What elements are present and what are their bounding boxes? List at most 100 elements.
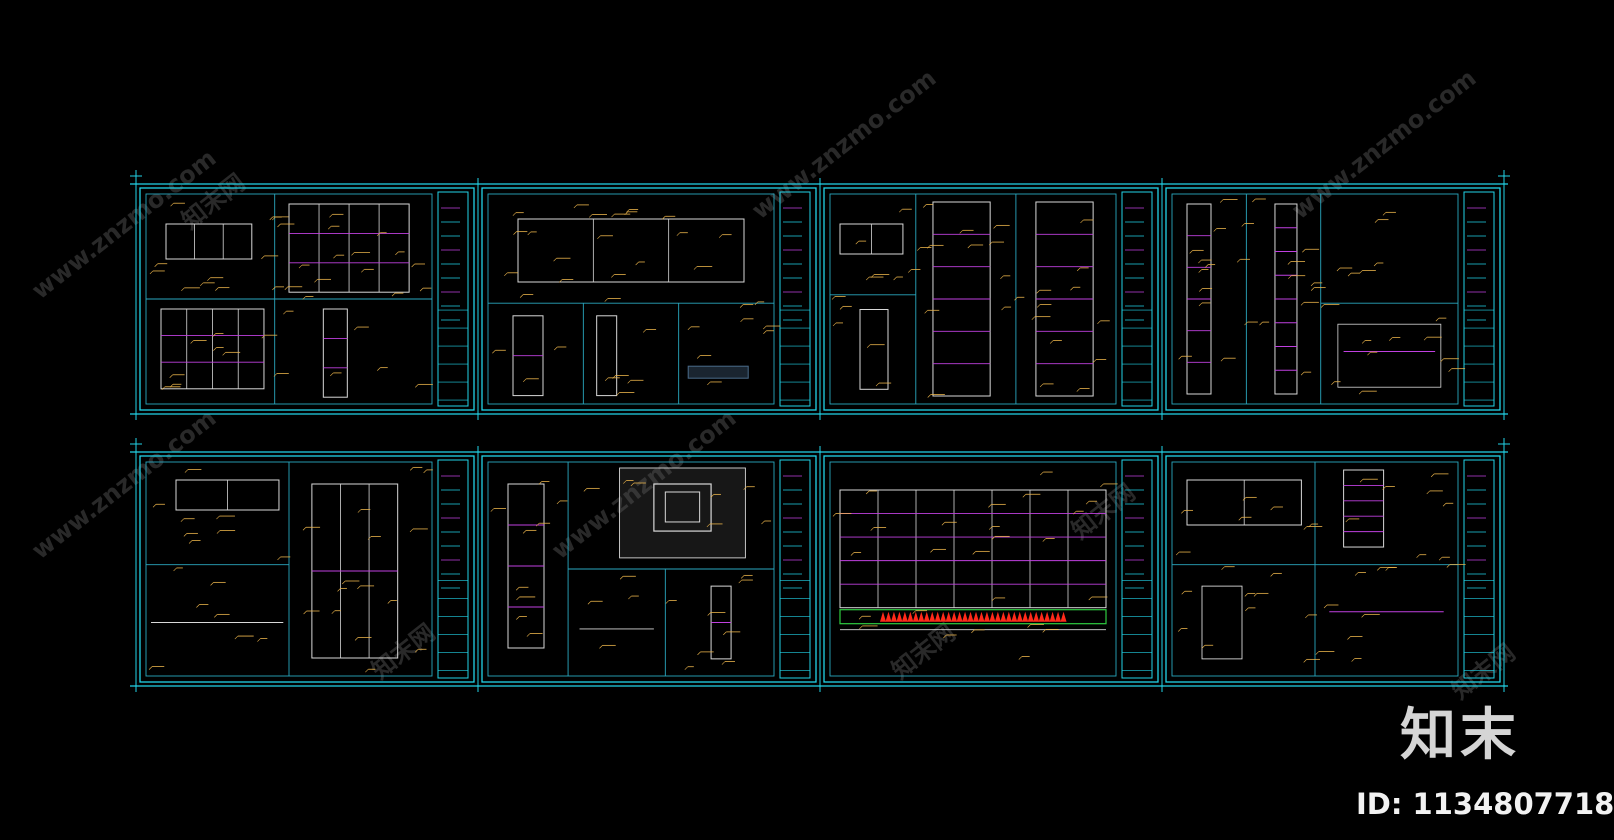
annotation-leader bbox=[927, 394, 931, 398]
annotation-leader bbox=[1213, 228, 1217, 232]
annotation-leader bbox=[1181, 510, 1185, 514]
annotation-leader bbox=[216, 515, 220, 520]
annotation-leader bbox=[1253, 593, 1258, 597]
sheet-border bbox=[823, 455, 1159, 683]
annotation-leader bbox=[763, 325, 767, 330]
annotation-leader bbox=[930, 549, 934, 553]
sheet-border bbox=[481, 187, 817, 411]
annotation-leader bbox=[740, 318, 744, 323]
annotation-leader bbox=[743, 486, 747, 490]
cabinet-outline bbox=[1343, 469, 1385, 548]
annotation-leader bbox=[1042, 629, 1046, 633]
annotation-leader bbox=[1076, 388, 1080, 392]
drawing-area bbox=[829, 461, 1117, 677]
annotation-leader bbox=[1100, 483, 1104, 488]
red-accent-mark bbox=[901, 611, 908, 622]
annotation-leader bbox=[1198, 259, 1202, 264]
annotation-leader bbox=[419, 287, 424, 292]
annotation-leader bbox=[180, 518, 185, 522]
annotation-leader bbox=[1027, 624, 1031, 628]
drawing-sheet bbox=[477, 446, 821, 692]
annotation-leader bbox=[1310, 287, 1315, 291]
red-accent-mark bbox=[1044, 611, 1051, 622]
drawing-sheet bbox=[819, 446, 1163, 692]
annotation-leader bbox=[1315, 651, 1319, 655]
annotation-leader bbox=[411, 263, 415, 268]
annotation-leader bbox=[1345, 518, 1349, 523]
sheet-border bbox=[1165, 455, 1501, 683]
annotation-leader bbox=[875, 382, 880, 387]
annotation-leader bbox=[1430, 473, 1435, 478]
annotation-leader bbox=[184, 469, 189, 473]
red-accent-mark bbox=[896, 611, 903, 622]
annotation-leader bbox=[626, 209, 630, 213]
annotation-leader bbox=[327, 225, 332, 230]
annotation-leader bbox=[377, 367, 381, 371]
drawing-sheet bbox=[1161, 446, 1505, 692]
annotation-leader bbox=[361, 269, 365, 273]
annotation-leader bbox=[1270, 573, 1274, 577]
annotation-leader bbox=[199, 282, 204, 287]
annotation-leader bbox=[329, 214, 333, 218]
annotation-leader bbox=[1040, 471, 1044, 476]
annotation-leader bbox=[1385, 567, 1389, 571]
ceiling-motif-inner bbox=[664, 491, 701, 523]
title-block bbox=[1121, 459, 1153, 679]
red-accent-mark bbox=[918, 611, 925, 622]
annotation-leader bbox=[870, 274, 875, 278]
annotation-leader bbox=[1238, 517, 1242, 521]
annotation-leader bbox=[1373, 262, 1378, 267]
drawing-area bbox=[1171, 193, 1459, 405]
annotation-leader bbox=[1245, 607, 1249, 612]
annotation-leader bbox=[707, 612, 711, 616]
annotation-leader bbox=[1018, 656, 1023, 660]
annotation-leader bbox=[972, 551, 976, 555]
annotation-leader bbox=[865, 490, 870, 495]
annotation-leader bbox=[492, 350, 496, 354]
annotation-leader bbox=[277, 556, 281, 561]
red-accent-mark bbox=[1055, 611, 1062, 622]
annotation-leader bbox=[152, 504, 157, 508]
cabinet-outline bbox=[165, 223, 253, 260]
section-detail bbox=[1337, 323, 1442, 388]
red-accent-mark bbox=[1049, 611, 1056, 622]
annotation-leader bbox=[504, 272, 508, 277]
red-accent-mark bbox=[929, 611, 936, 622]
cabinet-outline bbox=[859, 309, 889, 390]
annotation-leader bbox=[706, 523, 711, 528]
annotation-leader bbox=[1320, 304, 1325, 308]
annotation-leader bbox=[866, 344, 871, 348]
red-accent-mark bbox=[880, 611, 886, 622]
drawing-sheets bbox=[130, 170, 1510, 692]
annotation-leader bbox=[1244, 593, 1249, 597]
sheet-border bbox=[823, 187, 1159, 411]
title-block bbox=[437, 191, 469, 407]
annotation-leader bbox=[170, 202, 174, 207]
annotation-leader bbox=[222, 352, 226, 356]
drawing-area bbox=[829, 193, 1117, 405]
drawing-sheet bbox=[135, 446, 479, 692]
annotation-leader bbox=[893, 276, 897, 281]
annotation-leader bbox=[611, 213, 615, 218]
annotation-leader bbox=[1085, 501, 1090, 505]
annotation-leader bbox=[1416, 554, 1420, 558]
annotation-leader bbox=[1448, 368, 1452, 372]
annotation-leader bbox=[490, 508, 495, 512]
annotation-leader bbox=[1359, 478, 1364, 483]
annotation-leader bbox=[761, 520, 765, 525]
watermark-text: 知末网 bbox=[886, 618, 960, 684]
annotation-leader bbox=[597, 235, 601, 239]
annotation-leader bbox=[665, 600, 670, 604]
annotation-leader bbox=[302, 527, 307, 531]
annotation-leader bbox=[1442, 503, 1447, 507]
annotation-leader bbox=[943, 634, 947, 639]
red-accent-mark bbox=[956, 611, 963, 622]
annotation-leader bbox=[899, 208, 903, 213]
annotation-leader bbox=[619, 576, 624, 580]
annotation-leader bbox=[1302, 249, 1306, 253]
annotation-leader bbox=[839, 306, 844, 310]
red-accent-mark bbox=[945, 611, 952, 622]
red-accent-mark bbox=[1011, 611, 1018, 622]
annotation-leader bbox=[354, 326, 358, 331]
annotation-leader bbox=[357, 509, 362, 513]
